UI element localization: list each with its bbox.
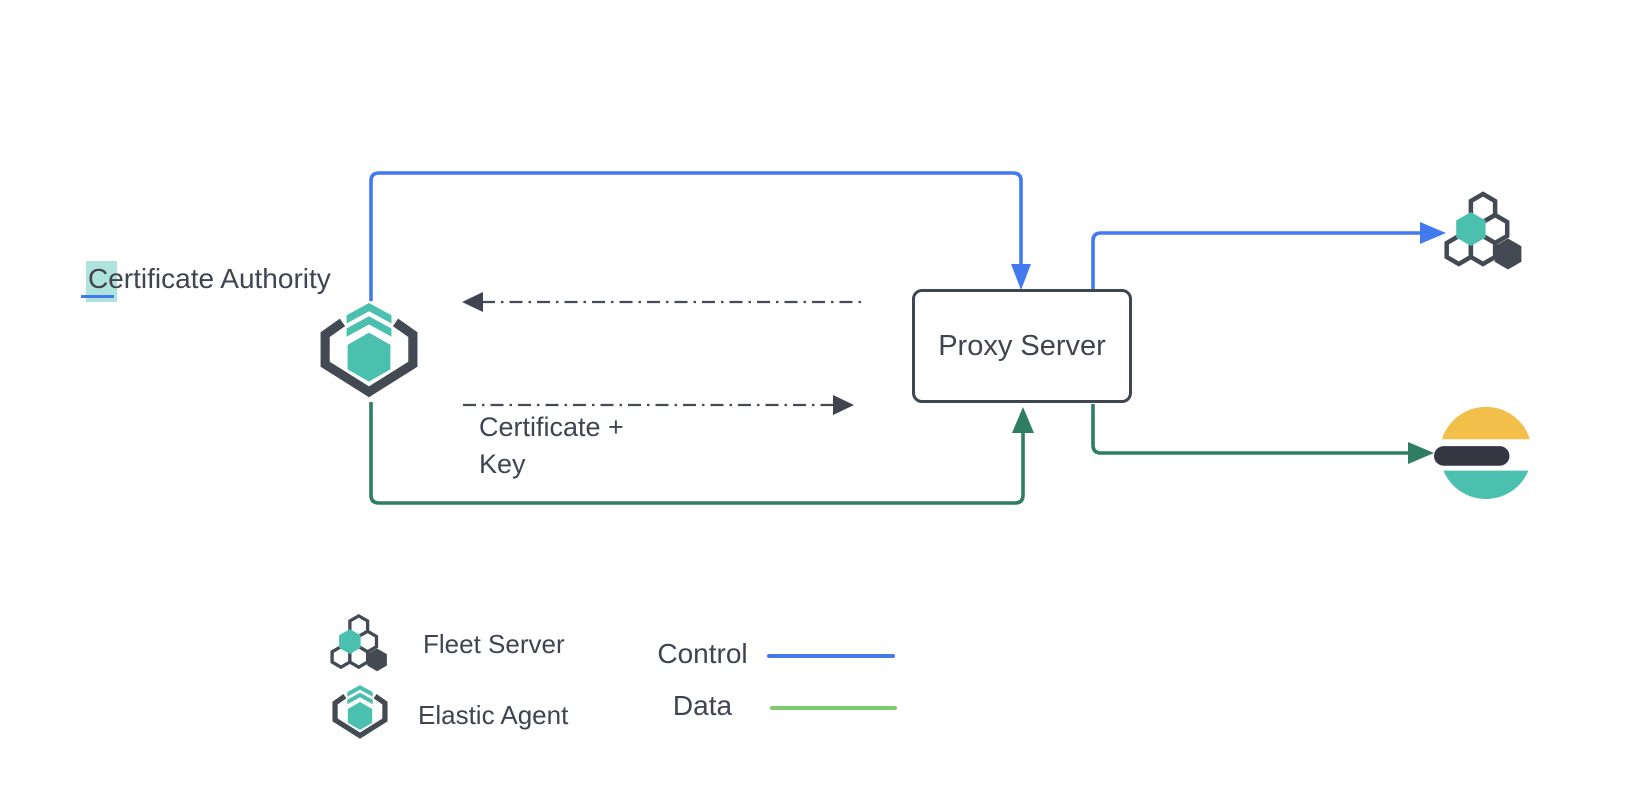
text-cursor-underline <box>81 295 114 298</box>
certificate-key-line1: Certificate + <box>479 412 624 442</box>
certificate-key-line2: Key <box>479 449 526 479</box>
arrowhead-certificate-left <box>462 292 483 312</box>
legend-elastic-agent-icon <box>331 684 389 742</box>
legend-control-line-swatch <box>767 654 895 658</box>
legend-control-label: Control <box>657 638 748 669</box>
legend-data-line-swatch <box>770 706 897 710</box>
certificate-authority-label: Certificate Authority <box>88 263 331 294</box>
arrowhead-certificate-right <box>833 395 854 415</box>
arrowhead-data-elasticsearch <box>1408 442 1434 464</box>
certificate-key-annotation: Certificate + Key <box>479 409 624 483</box>
legend-elastic-agent-label: Elastic Agent <box>418 700 569 730</box>
proxy-server-label: Proxy Server <box>938 329 1106 362</box>
control-edge-agent-to-proxy <box>369 171 1023 301</box>
elastic-agent-icon <box>318 301 420 403</box>
fleet-server-icon <box>1437 187 1527 275</box>
control-edge-proxy-to-fleet <box>1091 231 1420 289</box>
data-edge-proxy-to-elasticsearch <box>1091 404 1408 455</box>
arrowhead-control-proxy-top <box>1011 264 1031 290</box>
legend-data-label: Data <box>672 690 733 721</box>
legend-fleet-server-icon <box>330 614 389 673</box>
data-edge-agent-to-proxy <box>369 402 1025 505</box>
proxy-server-node: Proxy Server <box>912 289 1132 403</box>
arrowhead-control-fleet <box>1420 222 1446 244</box>
elasticsearch-icon <box>1434 406 1530 500</box>
legend-fleet-server-label: Fleet Server <box>423 629 565 659</box>
arrowhead-data-proxy-bottom <box>1012 407 1034 433</box>
